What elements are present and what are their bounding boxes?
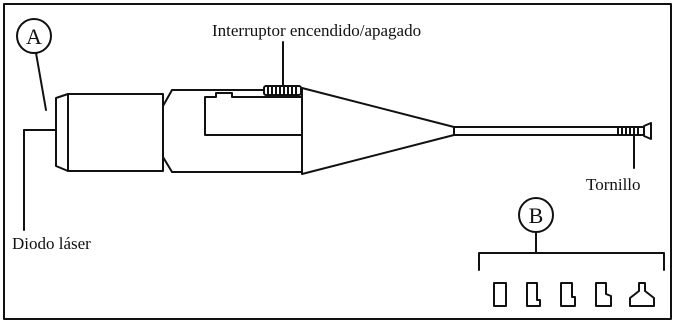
callout-b-bracket (478, 252, 665, 271)
callout-a-leader (35, 52, 47, 111)
screw-label: Tornillo (586, 175, 641, 194)
tapered-nose (301, 87, 455, 175)
callout-a-letter: A (26, 24, 42, 49)
diagram-frame (3, 3, 672, 320)
laser-tool (55, 85, 652, 175)
power-switch-wheel (263, 85, 302, 96)
adapter-5 (629, 282, 655, 307)
adapter-2 (526, 282, 541, 307)
adapter-set (493, 282, 655, 307)
front-barrel (67, 93, 164, 172)
switch-label: Interruptor encendido/apagado (212, 21, 421, 40)
screw-tip (617, 122, 652, 140)
adapter-1 (493, 282, 507, 307)
adapter-4 (595, 282, 612, 307)
lens-cap (55, 93, 69, 172)
callout-a-circle (16, 18, 52, 54)
main-body (162, 89, 303, 173)
rod (453, 126, 645, 136)
diode-label: Diodo láser (12, 234, 91, 253)
adapter-3 (560, 282, 576, 307)
callout-b-letter: B (529, 203, 544, 228)
